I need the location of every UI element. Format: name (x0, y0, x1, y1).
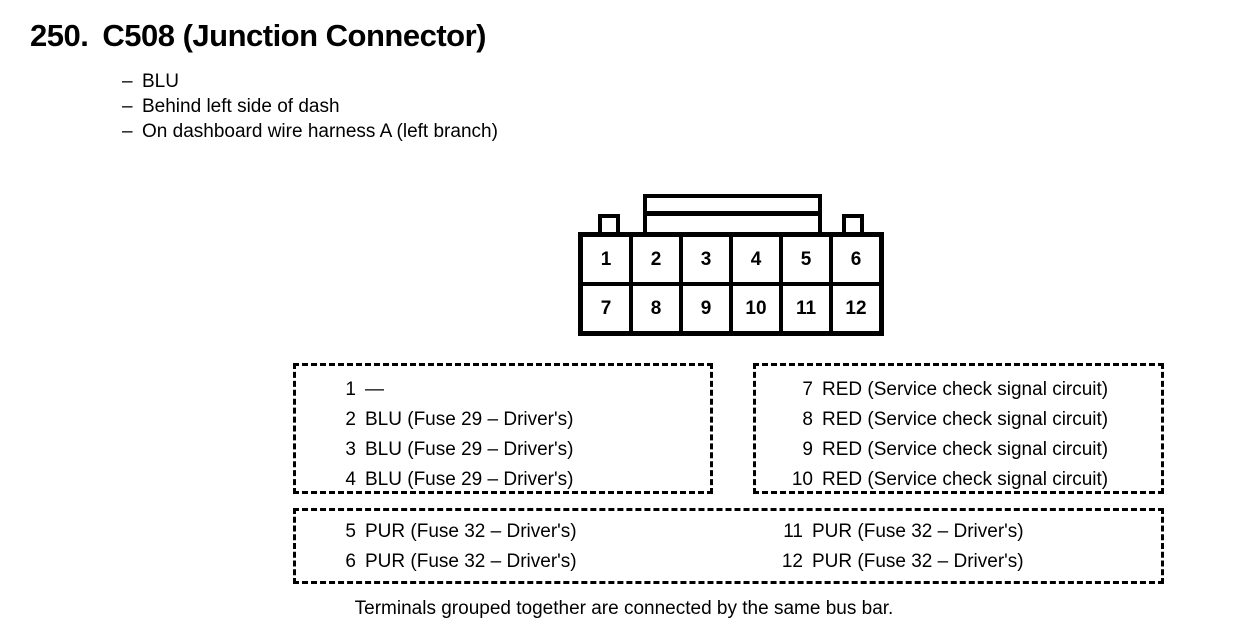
location-note-item: – Behind left side of dash (122, 94, 822, 119)
dash-bullet-icon: – (122, 71, 133, 92)
terminal-list-c-right: 11 PUR (Fuse 32 – Driver's) 12 PUR (Fuse… (773, 511, 1024, 577)
terminal-description: BLU (Fuse 29 – Driver's) (365, 469, 574, 490)
terminal-description: PUR (Fuse 32 – Driver's) (365, 551, 577, 572)
terminal-description: RED (Service check signal circuit) (822, 409, 1109, 430)
terminal-row: 2 BLU (Fuse 29 – Driver's) (326, 405, 573, 435)
connector-cavity-10: 10 (733, 286, 783, 331)
terminal-number: 8 (802, 409, 813, 430)
terminal-description: PUR (Fuse 32 – Driver's) (812, 551, 1024, 572)
terminal-group-box-a: 1 — 2 BLU (Fuse 29 – Driver's) 3 BLU (Fu… (293, 363, 713, 494)
terminal-row: 12 PUR (Fuse 32 – Driver's) (773, 547, 1024, 577)
terminal-description: RED (Service check signal circuit) (822, 379, 1109, 400)
connector-cavity-3: 3 (683, 237, 733, 282)
terminal-row: 11 PUR (Fuse 32 – Driver's) (773, 517, 1024, 547)
terminal-description: BLU (Fuse 29 – Driver's) (365, 409, 574, 430)
connector-cavity-6: 6 (850, 248, 862, 270)
location-notes-list: – BLU – Behind left side of dash – On da… (122, 69, 822, 144)
connector-cavity-grid: 1 2 3 4 5 6 7 8 9 10 11 12 (578, 232, 884, 336)
terminal-row: 4 BLU (Fuse 29 – Driver's) (326, 465, 573, 495)
terminal-number: 2 (345, 409, 356, 430)
location-note-item: – BLU (122, 69, 822, 94)
terminal-row: 1 — (326, 375, 573, 405)
terminal-number: 3 (345, 439, 356, 460)
terminal-number: 7 (802, 379, 813, 400)
terminal-number: 11 (783, 521, 803, 542)
connector-cavity-5: 5 (783, 237, 833, 282)
location-note-text: BLU (142, 71, 179, 92)
connector-cavity-8: 8 (633, 286, 683, 331)
terminal-row: 5 PUR (Fuse 32 – Driver's) (326, 517, 577, 547)
page-title-number: 250. (30, 18, 89, 53)
location-note-item: – On dashboard wire harness A (left bran… (122, 119, 822, 144)
location-note-text: Behind left side of dash (142, 96, 340, 117)
connector-notch-left-icon (598, 214, 620, 234)
connector-cavity-4: 4 (733, 237, 783, 282)
terminal-group-box-b: 7 RED (Service check signal circuit) 8 R… (753, 363, 1164, 494)
connector-cavity-2: 2 (633, 237, 683, 282)
terminal-row: 3 BLU (Fuse 29 – Driver's) (326, 435, 573, 465)
terminal-group-box-c: 5 PUR (Fuse 32 – Driver's) 6 PUR (Fuse 3… (293, 508, 1164, 584)
terminal-number: 4 (345, 469, 356, 490)
terminal-row: 7 RED (Service check signal circuit) (783, 375, 1108, 405)
terminal-description: PUR (Fuse 32 – Driver's) (812, 521, 1024, 542)
connector-cavity-7: 7 (583, 286, 633, 331)
terminal-description: PUR (Fuse 32 – Driver's) (365, 521, 577, 542)
location-note-text: On dashboard wire harness A (left branch… (142, 121, 498, 142)
terminal-number: 12 (781, 551, 803, 572)
dash-bullet-icon: – (122, 121, 133, 142)
connector-tab-slot-icon (647, 211, 818, 216)
terminal-number: 1 (345, 379, 356, 400)
connector-diagram: 1 2 3 4 5 6 7 8 9 10 11 12 (578, 194, 884, 336)
terminal-number: 9 (802, 439, 813, 460)
terminal-row: 6 PUR (Fuse 32 – Driver's) (326, 547, 577, 577)
connector-cavity-12: 12 (845, 297, 867, 319)
terminal-row: 8 RED (Service check signal circuit) (783, 405, 1108, 435)
terminal-list-b: 7 RED (Service check signal circuit) 8 R… (783, 366, 1108, 495)
connector-row-top: 1 2 3 4 5 6 (583, 237, 879, 286)
terminal-description: — (365, 379, 384, 400)
connector-notch-right-icon (842, 214, 864, 234)
bus-bar-footnote: Terminals grouped together are connected… (354, 598, 894, 619)
connector-locking-tab-icon (643, 194, 822, 236)
terminal-row: 10 RED (Service check signal circuit) (783, 465, 1108, 495)
terminal-list-a: 1 — 2 BLU (Fuse 29 – Driver's) 3 BLU (Fu… (326, 366, 573, 495)
terminal-number: 5 (345, 521, 356, 542)
dash-bullet-icon: – (122, 96, 133, 117)
connector-cavity-11: 11 (783, 286, 833, 331)
terminal-number: 6 (345, 551, 356, 572)
terminal-description: BLU (Fuse 29 – Driver's) (365, 439, 574, 460)
terminal-list-c-left: 5 PUR (Fuse 32 – Driver's) 6 PUR (Fuse 3… (326, 511, 577, 577)
terminal-description: RED (Service check signal circuit) (822, 469, 1109, 490)
terminal-description: RED (Service check signal circuit) (822, 439, 1109, 460)
terminal-number: 10 (791, 469, 813, 490)
connector-row-bottom: 7 8 9 10 11 12 (583, 286, 879, 331)
connector-cavity-9: 9 (683, 286, 733, 331)
page-title-text: C508 (Junction Connector) (102, 18, 486, 53)
page-title: 250. C508 (Junction Connector) (30, 18, 486, 54)
terminal-row: 9 RED (Service check signal circuit) (783, 435, 1108, 465)
connector-cavity-1: 1 (583, 237, 633, 282)
